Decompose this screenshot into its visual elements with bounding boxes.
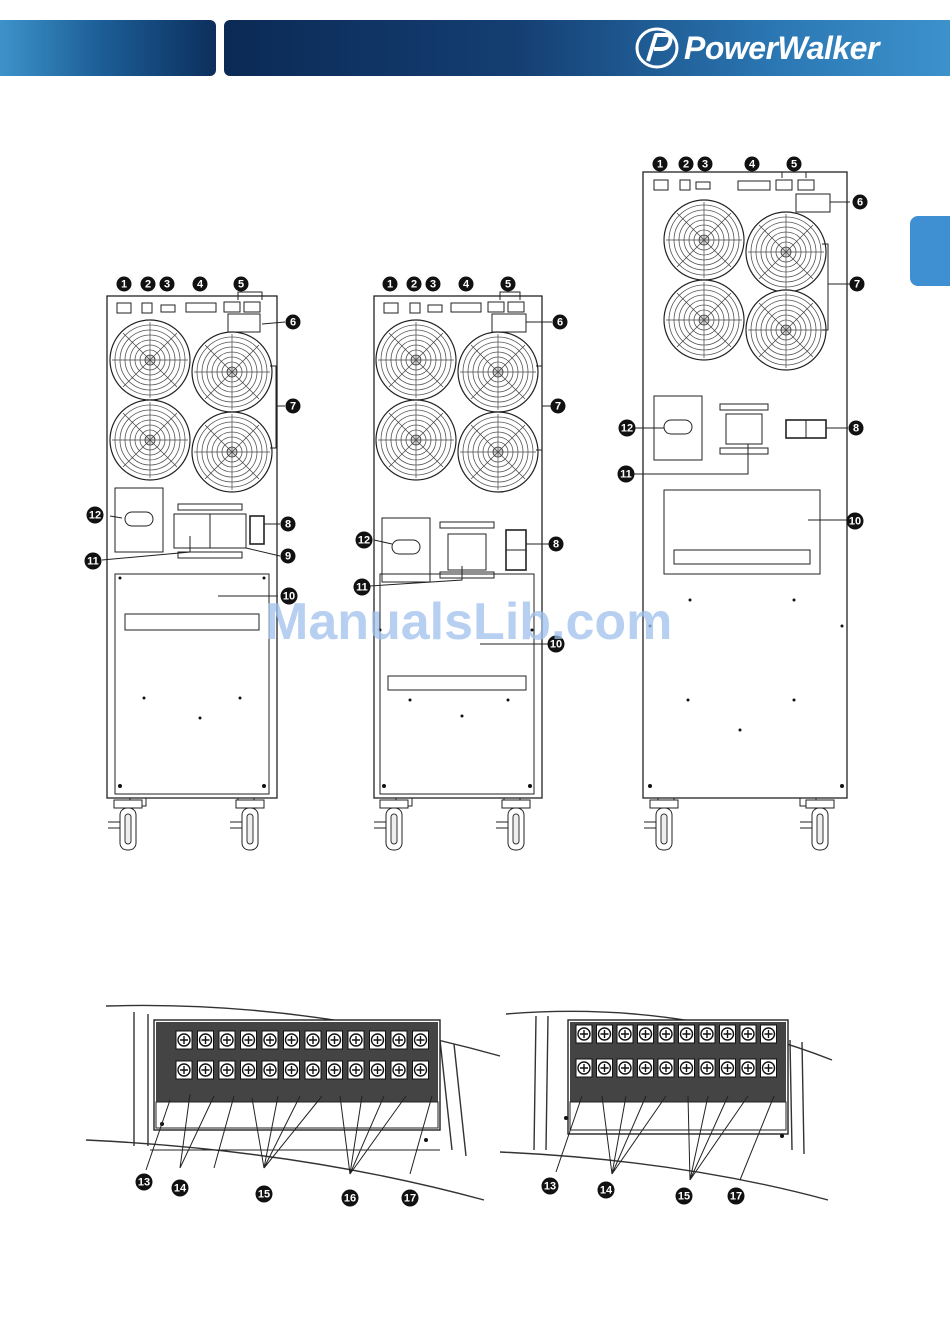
callout-badge-panel_c-8: 8 [849, 421, 864, 436]
callout-badge-terminal_a-13: 13 [136, 1174, 153, 1191]
callout-badge-panel_b-7: 7 [551, 399, 566, 414]
callout-badge-panel_a-2: 2 [141, 277, 156, 292]
svg-text:3: 3 [164, 279, 170, 291]
svg-text:15: 15 [678, 1191, 690, 1203]
callout-badge-panel_a-8: 8 [281, 517, 296, 532]
svg-text:15: 15 [258, 1189, 270, 1201]
callout-badge-panel_b-6: 6 [553, 315, 568, 330]
svg-text:5: 5 [791, 159, 797, 171]
terminal-block-a [86, 1005, 500, 1200]
ups-rear-panel-a [102, 292, 285, 850]
callout-badge-terminal_a-16: 16 [342, 1190, 359, 1207]
callout-badge-panel_a-7: 7 [286, 399, 301, 414]
svg-text:17: 17 [404, 1193, 416, 1205]
callout-badge-terminal_b-14: 14 [598, 1182, 615, 1199]
svg-text:14: 14 [174, 1183, 187, 1195]
svg-text:6: 6 [557, 317, 563, 329]
callout-badge-panel_b-4: 4 [459, 277, 474, 292]
svg-text:1: 1 [121, 279, 127, 291]
svg-text:13: 13 [138, 1177, 150, 1189]
callout-badge-terminal_b-17: 17 [728, 1188, 745, 1205]
callout-badge-panel_a-5: 5 [234, 277, 249, 292]
svg-text:3: 3 [702, 159, 708, 171]
svg-text:16: 16 [344, 1193, 356, 1205]
callout-badge-panel_a-11: 11 [85, 553, 102, 570]
callout-badge-panel_b-1: 1 [383, 277, 398, 292]
callout-badge-panel_a-6: 6 [286, 315, 301, 330]
callout-badge-panel_a-4: 4 [193, 277, 208, 292]
svg-text:12: 12 [621, 423, 633, 435]
callout-badge-panel_c-12: 12 [619, 420, 636, 437]
svg-text:3: 3 [430, 279, 436, 291]
svg-text:7: 7 [854, 279, 860, 291]
ups-rear-panel-c [632, 172, 850, 850]
callout-badge-panel_b-8: 8 [549, 537, 564, 552]
svg-text:10: 10 [849, 516, 861, 528]
svg-text:5: 5 [238, 279, 244, 291]
svg-text:6: 6 [857, 197, 863, 209]
callout-badge-panel_a-3: 3 [160, 277, 175, 292]
callout-badge-panel_c-10: 10 [847, 513, 864, 530]
svg-text:2: 2 [145, 279, 151, 291]
callout-badge-panel_b-5: 5 [501, 277, 516, 292]
svg-text:4: 4 [749, 159, 756, 171]
ups-rear-panel-b [370, 292, 552, 850]
callout-badge-panel_c-5: 5 [787, 157, 802, 172]
svg-text:1: 1 [657, 159, 663, 171]
svg-text:8: 8 [553, 539, 559, 551]
callout-badge-panel_c-1: 1 [653, 157, 668, 172]
callout-badge-panel_c-4: 4 [745, 157, 760, 172]
callout-badge-panel_b-2: 2 [407, 277, 422, 292]
svg-text:1: 1 [387, 279, 393, 291]
svg-text:7: 7 [555, 401, 561, 413]
svg-text:13: 13 [544, 1181, 556, 1193]
callout-badge-panel_a-9: 9 [281, 549, 296, 564]
callout-badge-terminal_a-15: 15 [256, 1186, 273, 1203]
svg-text:14: 14 [600, 1185, 613, 1197]
svg-text:8: 8 [853, 423, 859, 435]
svg-text:2: 2 [683, 159, 689, 171]
callout-badge-terminal_b-13: 13 [542, 1178, 559, 1195]
svg-text:4: 4 [463, 279, 470, 291]
callout-badge-panel_c-2: 2 [679, 157, 694, 172]
callout-badge-terminal_b-15: 15 [676, 1188, 693, 1205]
svg-text:2: 2 [411, 279, 417, 291]
svg-text:5: 5 [505, 279, 511, 291]
callout-badge-panel_b-3: 3 [426, 277, 441, 292]
callout-badge-panel_c-11: 11 [618, 466, 635, 483]
svg-text:12: 12 [89, 510, 101, 522]
callout-badge-terminal_a-17: 17 [402, 1190, 419, 1207]
svg-text:8: 8 [285, 519, 291, 531]
callout-badge-panel_c-7: 7 [850, 277, 865, 292]
callout-badge-panel_c-6: 6 [853, 195, 868, 210]
svg-text:9: 9 [285, 551, 291, 563]
callout-badge-panel_a-12: 12 [87, 507, 104, 524]
terminal-block-b [500, 1011, 832, 1200]
svg-text:4: 4 [197, 279, 204, 291]
svg-text:12: 12 [358, 535, 370, 547]
svg-text:11: 11 [620, 469, 632, 481]
svg-text:6: 6 [290, 317, 296, 329]
callout-badge-panel_b-12: 12 [356, 532, 373, 549]
watermark: ManualsLib.com [265, 592, 672, 652]
callout-badge-panel_a-1: 1 [117, 277, 132, 292]
svg-text:7: 7 [290, 401, 296, 413]
svg-text:11: 11 [87, 556, 99, 568]
svg-text:17: 17 [730, 1191, 742, 1203]
callout-badge-panel_c-3: 3 [698, 157, 713, 172]
callout-badge-terminal_a-14: 14 [172, 1180, 189, 1197]
